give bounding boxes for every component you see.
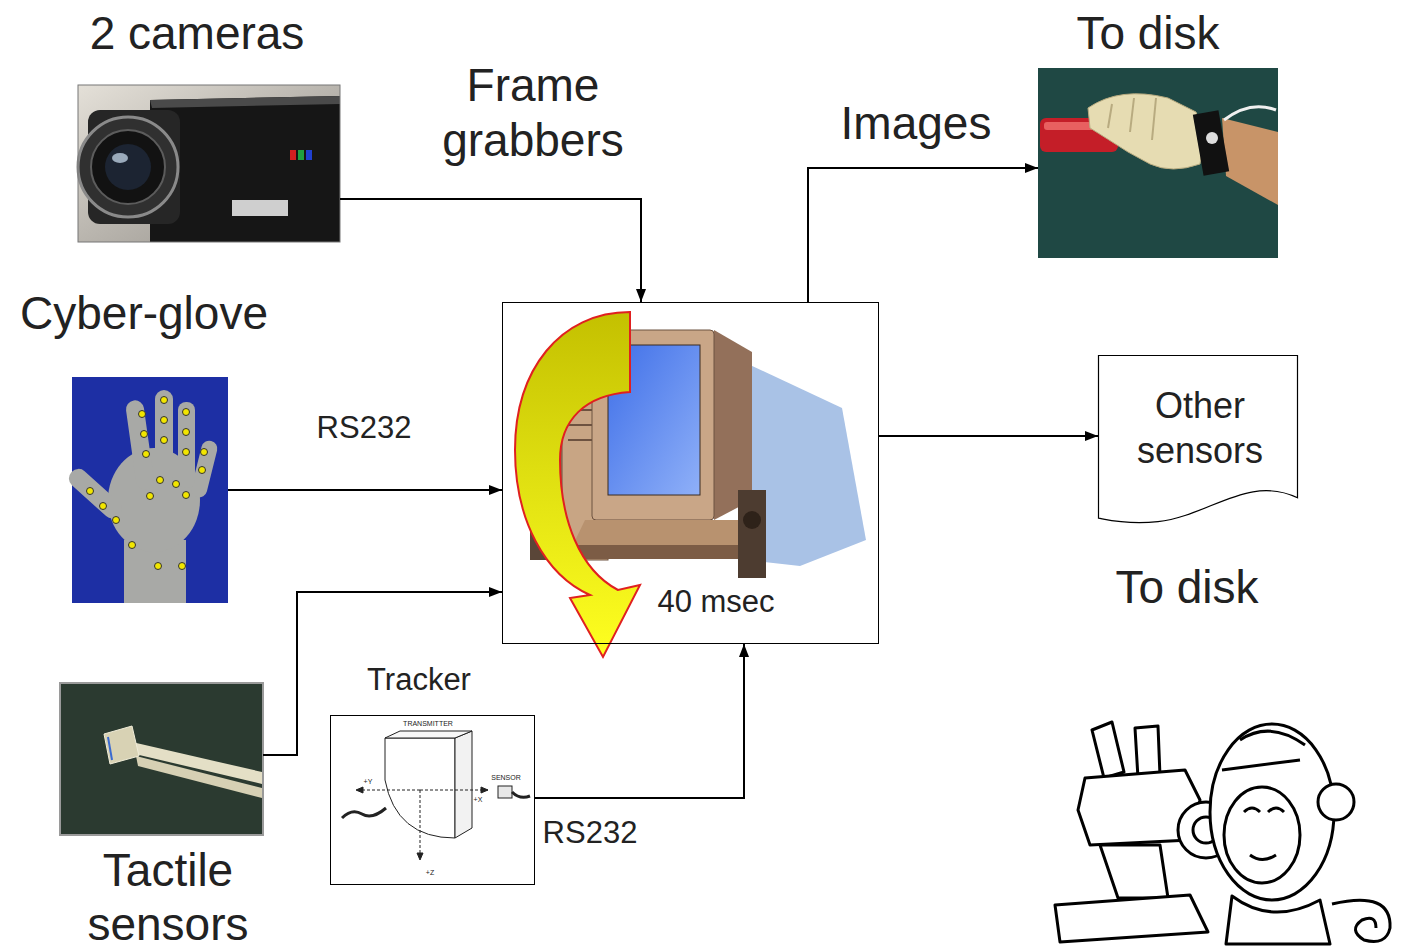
cycle-arrow: [515, 312, 640, 657]
transmitter-cable: [342, 808, 386, 818]
edge-label: RS232: [294, 410, 434, 446]
axis-label: +X: [468, 795, 488, 804]
document-shape: Other sensorsTo disk: [1098, 355, 1298, 525]
axis-head: [356, 787, 363, 793]
axis-label: +Z: [420, 868, 440, 877]
connector-arrow: [228, 489, 502, 491]
finger-lines: [1108, 98, 1156, 140]
sensor-dots: [87, 397, 208, 570]
node-caption: To disk: [1077, 560, 1297, 614]
camera-plate: [232, 200, 288, 216]
wrist-band: [1193, 110, 1229, 176]
monkey-mouth: [1250, 855, 1276, 860]
glove-finger: [155, 390, 173, 486]
photo-ground: [78, 85, 340, 242]
sensor-edge: [108, 737, 112, 760]
document-text: Other sensors: [1110, 383, 1290, 473]
gloved-hand: [1088, 94, 1204, 169]
axis-label: TRANSMITTER: [393, 719, 463, 728]
monkey-ear: [1318, 784, 1354, 820]
eyepiece: [1092, 722, 1124, 778]
monitor-base: [573, 545, 752, 559]
computer-clipart: [515, 312, 866, 657]
lens-ring: [91, 130, 165, 204]
photo-ground: [60, 683, 263, 835]
speaker-cone: [743, 511, 761, 529]
monkey-body: [1226, 896, 1330, 944]
image-photo-node: To disk: [1038, 68, 1278, 258]
glove-thumb: [65, 465, 125, 522]
edge-label: Frame grabbers: [423, 58, 643, 168]
edge-label: Images: [816, 96, 1016, 150]
connector-arrow: [340, 199, 641, 302]
scope-base: [1055, 895, 1208, 942]
monkey-hair: [1222, 731, 1305, 770]
tactile-photo: [60, 683, 263, 835]
connector-arrow: [879, 435, 1098, 437]
axis-line: [356, 790, 420, 791]
monitor-base: [573, 520, 752, 545]
photo-ground: [1038, 68, 1278, 258]
glove-photo: [65, 377, 228, 603]
tactile-photo-node: Tactile sensors: [60, 683, 263, 835]
camera-led: [306, 150, 312, 160]
camera-photo-node: 2 cameras: [78, 85, 340, 242]
monkey-head: [1210, 724, 1334, 900]
axis-head: [417, 853, 423, 860]
tracker-drawing: [342, 731, 530, 860]
connector-arrow: [808, 168, 1038, 302]
axis-head: [481, 787, 488, 793]
sensor-strip: [136, 756, 262, 798]
camera-led: [298, 150, 304, 160]
tracker-box: Tracker: [330, 715, 535, 885]
scope-arm: [1100, 845, 1168, 898]
monkey-tail: [1332, 900, 1390, 941]
glove-finger: [178, 402, 195, 488]
connector-arrow: [535, 644, 744, 798]
node-heading: Cyber-glove: [0, 286, 294, 340]
eyepiece: [1135, 726, 1160, 778]
cycle-time: 40 msec: [636, 584, 796, 620]
lens-glass: [105, 144, 151, 190]
grasp-photo: [1038, 68, 1278, 258]
transmitter-side: [455, 731, 472, 838]
transmitter-top: [385, 731, 472, 738]
forearm: [1222, 118, 1278, 205]
document-outline-path: [1099, 356, 1298, 523]
edge-label: RS232: [530, 815, 650, 851]
glove-finger: [125, 399, 155, 491]
monkey-microscope-sketch: [1055, 722, 1390, 944]
monkey-face: [1224, 787, 1300, 883]
sensor-block: [498, 786, 512, 798]
camera-edge: [150, 96, 340, 108]
monkey-eyes: [1244, 808, 1284, 812]
camera-photo: [78, 85, 340, 242]
axis-line: [420, 790, 488, 791]
speaker: [738, 490, 766, 578]
wrist-sensor: [1206, 132, 1218, 144]
glove-photo-node: Cyber-glove: [72, 377, 228, 603]
sensor-cable: [1224, 107, 1276, 120]
photo-frame: [78, 85, 340, 242]
connector-arrow: [263, 592, 502, 755]
axis-line: [420, 790, 421, 860]
node-caption: Tactile sensors: [68, 843, 268, 951]
node-heading: Tracker: [339, 662, 499, 698]
node-heading: To disk: [1018, 6, 1278, 60]
sensor-cable: [512, 792, 530, 797]
camera-led: [290, 150, 296, 160]
computer-box: 40 msec: [502, 302, 879, 644]
lens-glint: [112, 153, 128, 163]
node-heading: 2 cameras: [47, 6, 347, 60]
axis-label: +Y: [358, 777, 378, 786]
axis-label: SENSOR: [486, 773, 526, 782]
sensor-pad: [104, 726, 139, 764]
lens-ring: [78, 117, 178, 217]
